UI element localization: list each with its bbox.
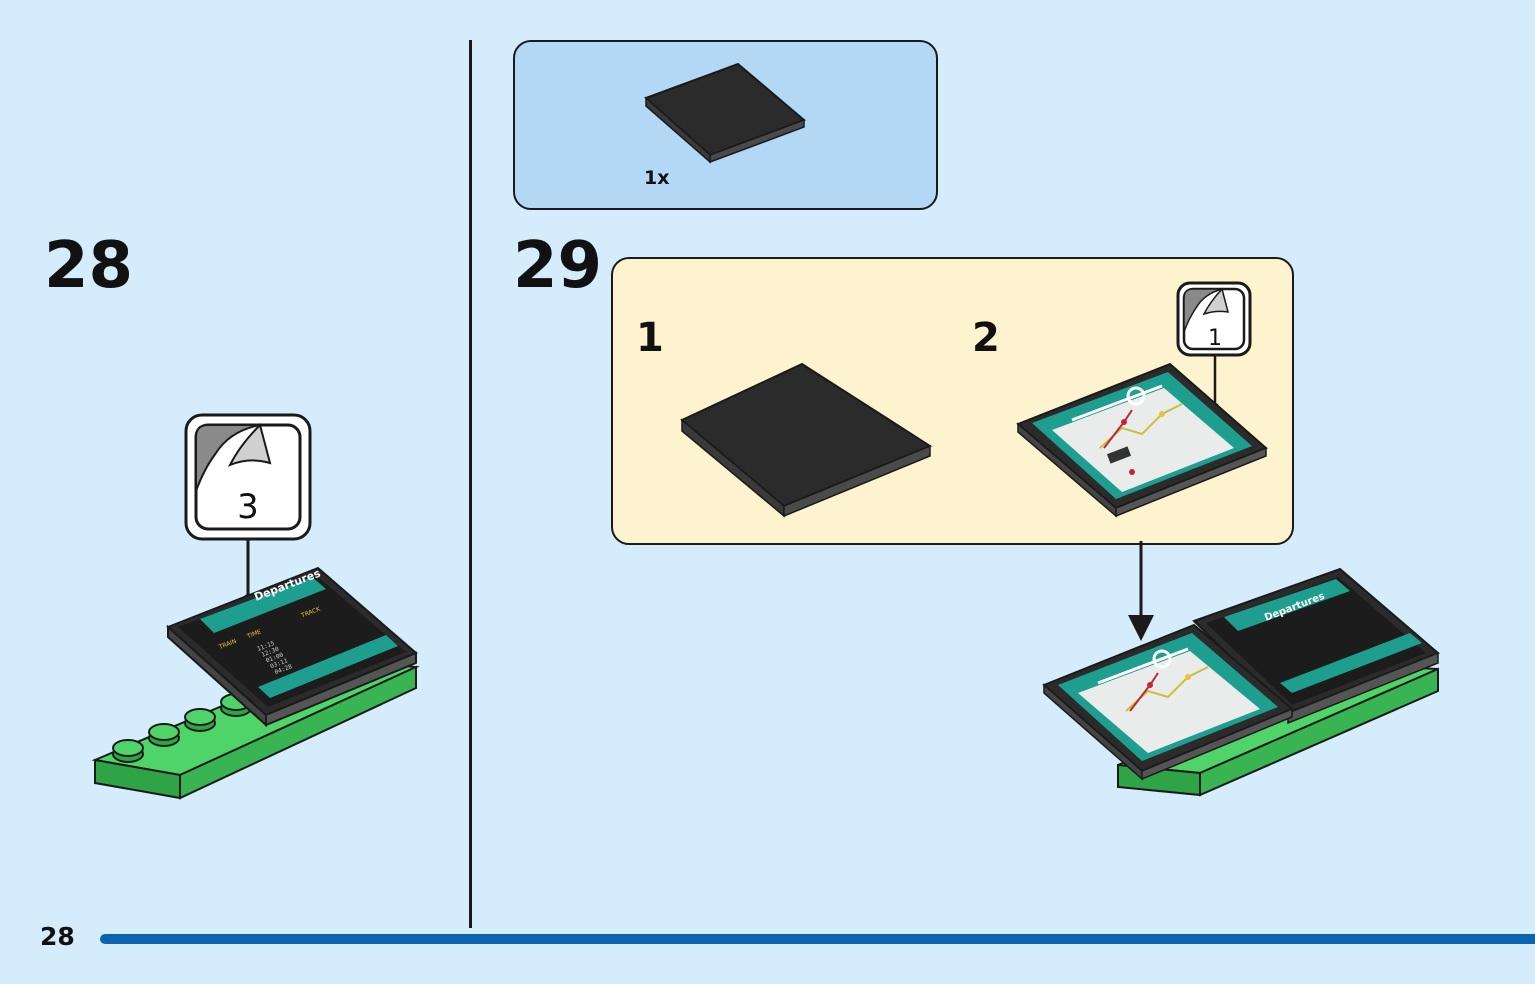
sticker-callout-1: 1 — [1176, 281, 1252, 357]
footer-bar — [100, 934, 1535, 944]
substep-1-tile — [680, 362, 933, 518]
step-29-assembly: Departures — [1042, 567, 1440, 797]
departures-tile: Departures TRAIN TIME TRACK 11:15 12:30 … — [166, 566, 418, 728]
substep-2-illustration: 1 — [1016, 281, 1268, 518]
sticker-callout-3: 3 — [184, 413, 312, 541]
substep-1-number: 1 — [636, 315, 664, 361]
route-map-tile — [1016, 362, 1268, 518]
sticker-callout-number: 1 — [1208, 326, 1222, 351]
part-dark-tile-2x2 — [644, 62, 806, 164]
step-28-illustration: 3 Departures TRAIN TIME — [91, 413, 420, 800]
sticker-peel-icon — [195, 424, 261, 492]
step-29-number: 29 — [513, 229, 603, 303]
page-number: 28 — [40, 922, 75, 951]
sticker-callout-number: 3 — [237, 487, 259, 527]
assembled-route-map-tile — [1042, 623, 1294, 781]
step-28-number: 28 — [44, 229, 134, 303]
sticker-peel-icon — [1183, 288, 1223, 333]
step-divider — [469, 40, 472, 928]
placement-arrow — [1128, 541, 1154, 641]
substep-2-number: 2 — [972, 315, 1000, 361]
part-quantity: 1x — [644, 167, 670, 189]
